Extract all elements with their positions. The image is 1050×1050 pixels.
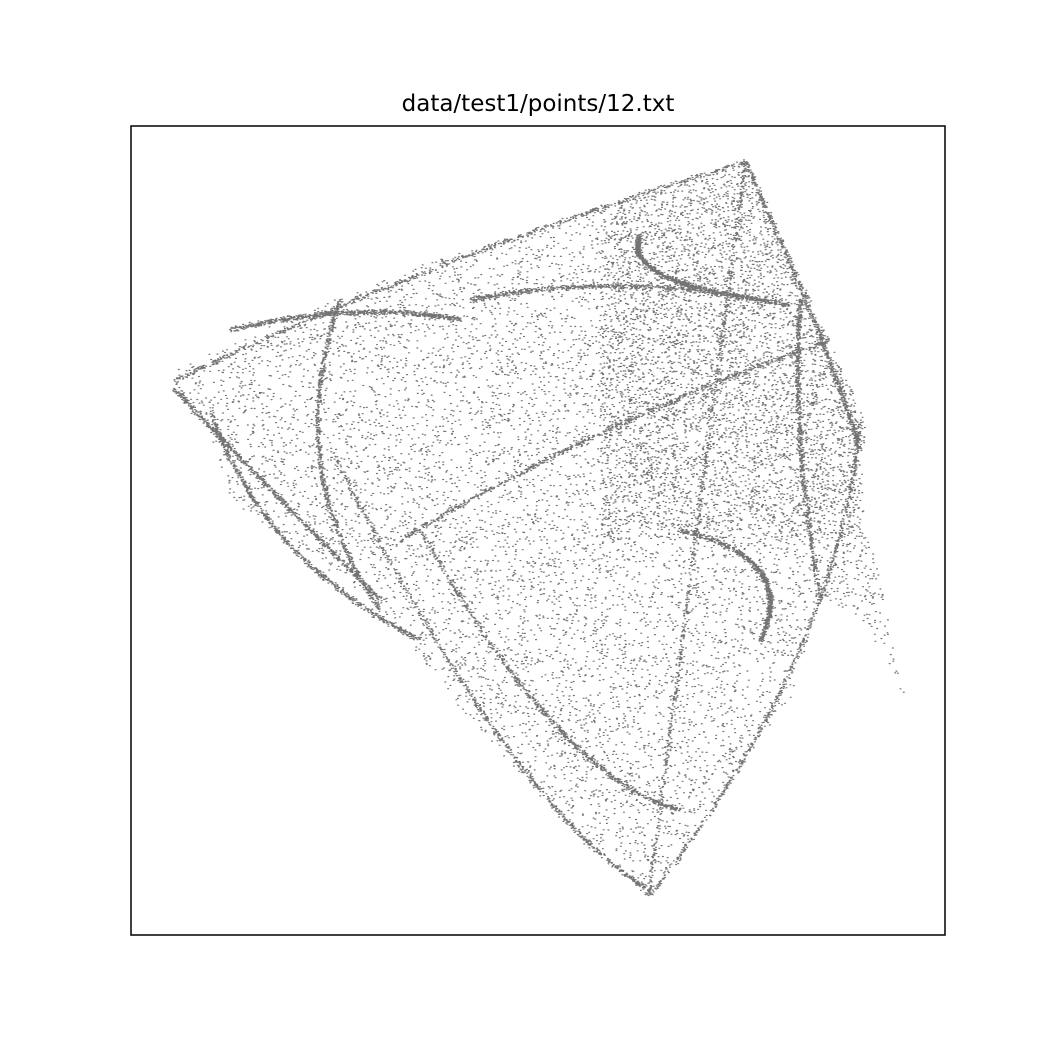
points-layer — [172, 159, 905, 897]
chart-title: data/test1/points/12.txt — [401, 91, 675, 117]
data-points — [172, 159, 905, 897]
plot-frame — [130, 125, 946, 936]
